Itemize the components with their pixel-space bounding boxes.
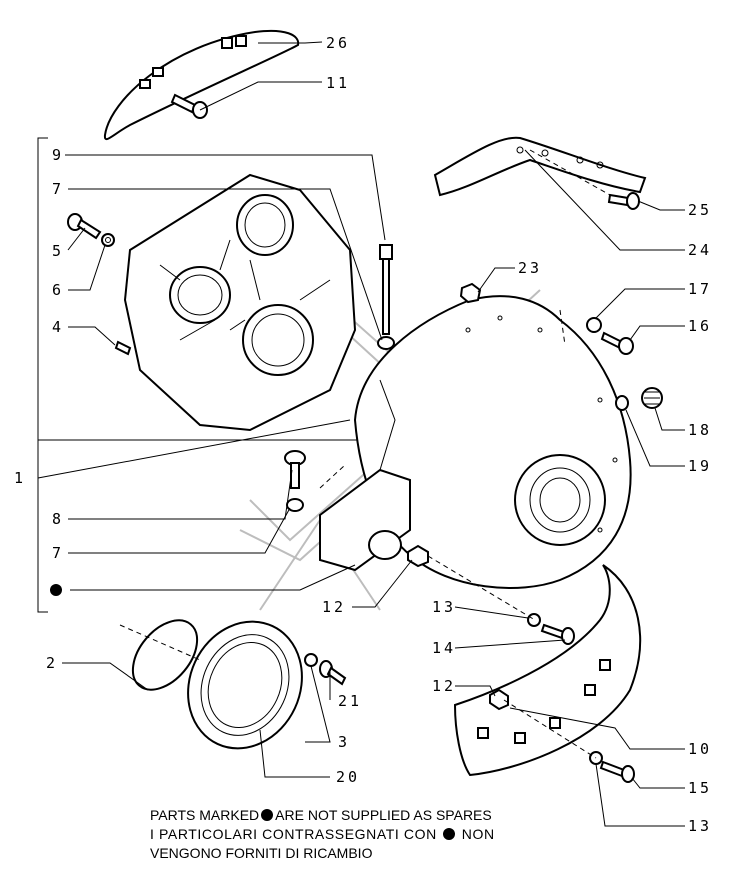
- callout-19: 19: [688, 457, 712, 475]
- callout-7-lower: 7: [52, 544, 64, 562]
- part-16-bolt: [600, 331, 634, 355]
- callout-17: 17: [688, 280, 712, 298]
- group-bracket: [37, 137, 48, 613]
- part-3-washer: [304, 653, 318, 667]
- callout-8: 8: [52, 510, 64, 528]
- note-line2-part-a: I PARTICOLARI CONTRASSEGNATI CON: [150, 826, 437, 842]
- callout-26: 26: [326, 34, 350, 52]
- callout-9: 9: [52, 146, 64, 164]
- part-15-bolt: [599, 760, 635, 783]
- callout-24: 24: [688, 241, 712, 259]
- callout-13-upper: 13: [432, 598, 456, 616]
- callout-labels: 26 11 9 7 5 6 4 1 8 7 2 3 21 20 23 17 16…: [14, 34, 712, 835]
- callout-12-upper: 12: [322, 598, 346, 616]
- callout-16: 16: [688, 317, 712, 335]
- note-line-italian-2: VENGONO FORNITI DI RICAMBIO: [150, 845, 610, 862]
- part-14-bolt: [540, 623, 575, 645]
- callout-7-upper: 7: [52, 180, 64, 198]
- part-5-bolt: [67, 213, 102, 240]
- not-supplied-dot-marker: [50, 584, 62, 596]
- callout-1: 1: [14, 469, 26, 487]
- note-line-italian: I PARTICOLARI CONTRASSEGNATI CON NON: [150, 826, 610, 843]
- callout-25: 25: [688, 201, 712, 219]
- callout-2: 2: [46, 654, 58, 672]
- note-line1-part-b: ARE NOT SUPPLIED AS SPARES: [275, 807, 492, 823]
- callout-20: 20: [336, 768, 360, 786]
- part-12-nut-upper: [407, 544, 429, 568]
- part-8-bolt: [284, 450, 306, 489]
- part-4-plug: [114, 340, 132, 356]
- note-line-english: PARTS MARKED ARE NOT SUPPLIED AS SPARES: [150, 807, 610, 824]
- part-6-washer: [101, 233, 115, 247]
- part-21-bolt: [319, 660, 347, 686]
- callout-6: 6: [52, 281, 64, 299]
- callout-4: 4: [52, 318, 64, 336]
- callout-10: 10: [688, 740, 712, 758]
- callout-3: 3: [338, 733, 350, 751]
- callout-21: 21: [338, 692, 362, 710]
- cover-plate: [123, 173, 357, 432]
- note-line1-part-a: PARTS MARKED: [150, 807, 260, 823]
- part-13-washer-upper: [527, 613, 541, 627]
- part-7-washer-upper: [377, 336, 395, 350]
- callout-15: 15: [688, 779, 712, 797]
- callout-13-lower: 13: [688, 817, 712, 835]
- main-housing: [319, 295, 632, 589]
- callout-23: 23: [518, 259, 542, 277]
- part-26-upper-guard: [103, 29, 300, 141]
- part-18-plug: [641, 387, 663, 409]
- part-19-oring: [615, 395, 629, 411]
- bracket-line-1: [37, 419, 360, 479]
- assembly-lines: [119, 149, 611, 759]
- callout-14: 14: [432, 639, 456, 657]
- part-9-long-bolt: [379, 244, 393, 335]
- bullet-dot-icon: [443, 828, 456, 840]
- note-line2-part-b: NON: [461, 826, 495, 842]
- part-11-bolt: [170, 93, 208, 119]
- callout-5: 5: [52, 242, 64, 260]
- leader-lines: [62, 41, 685, 827]
- part-24-guard: [433, 136, 647, 197]
- callout-18: 18: [688, 421, 712, 439]
- part-10-lower-guard: [453, 564, 642, 777]
- note-line3: VENGONO FORNITI DI RICAMBIO: [150, 845, 373, 861]
- part-20-bearing-cover: [187, 620, 303, 750]
- callout-12-lower: 12: [432, 677, 456, 695]
- part-17-washer: [586, 317, 602, 333]
- callout-11: 11: [326, 74, 350, 92]
- part-25-bolt: [607, 192, 640, 210]
- bullet-dot-icon: [261, 809, 274, 821]
- part-23-nut: [459, 282, 482, 304]
